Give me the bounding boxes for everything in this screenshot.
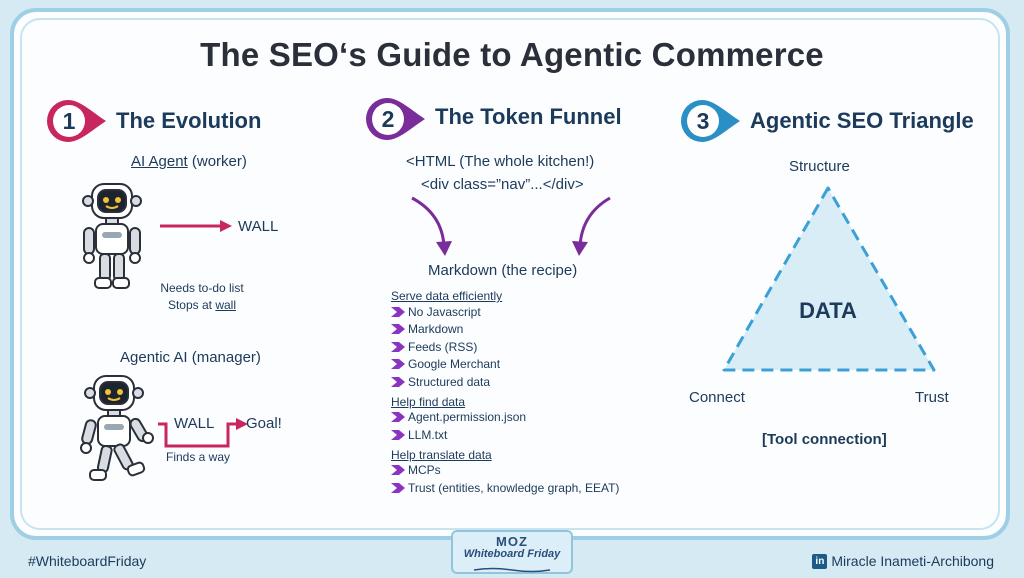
pencil-underline-icon bbox=[473, 567, 551, 573]
funnel-arrow-right-icon bbox=[572, 196, 611, 256]
html-line-2: <div class=”nav”...</div> bbox=[421, 176, 584, 193]
funnel-list: Serve data efficiently No Javascript Mar… bbox=[391, 289, 619, 497]
html-line-1: <HTML (The whole kitchen!) bbox=[406, 153, 595, 170]
agentic-ai-heading: Agentic AI (manager) bbox=[120, 349, 261, 366]
list-item: LLM.txt bbox=[391, 426, 619, 444]
triangle-top-label: Structure bbox=[789, 158, 850, 175]
agent-note-2: Stops at wall bbox=[152, 298, 252, 312]
robot-manager-icon bbox=[80, 375, 154, 481]
list-group-heading: Serve data efficiently bbox=[391, 289, 503, 303]
badge-subtitle: Whiteboard Friday bbox=[463, 548, 561, 560]
robot-worker-icon bbox=[82, 183, 142, 289]
wall-label-2: WALL bbox=[174, 415, 215, 432]
chevron-right-icon bbox=[391, 412, 405, 423]
section-3-number: 3 bbox=[697, 108, 710, 134]
list-item: No Javascript bbox=[391, 303, 619, 321]
wall-label-1: WALL bbox=[238, 218, 279, 235]
agent-note-2-link: wall bbox=[215, 298, 237, 312]
arrow-to-wall-icon bbox=[160, 220, 232, 232]
data-triangle bbox=[722, 186, 936, 372]
triangle-right-label: Trust bbox=[915, 389, 949, 406]
whiteboard-inner-border bbox=[20, 18, 1000, 530]
section-3-title: Agentic SEO Triangle bbox=[750, 108, 974, 133]
list-item: Trust (entities, knowledge graph, EEAT) bbox=[391, 479, 619, 497]
list-group-heading: Help find data bbox=[391, 394, 466, 409]
list-item-label: No Javascript bbox=[408, 304, 481, 319]
triangle-center-label: DATA bbox=[799, 298, 857, 323]
chevron-right-icon bbox=[391, 341, 405, 352]
ai-agent-heading-rest: (worker) bbox=[187, 153, 247, 170]
moz-whiteboard-badge: MOZ Whiteboard Friday bbox=[451, 530, 573, 574]
author-name: Miracle Inameti-Archibong bbox=[831, 553, 994, 569]
list-item-label: Markdown bbox=[408, 322, 464, 337]
list-item-label: Trust (entities, knowledge graph, EEAT) bbox=[408, 480, 620, 495]
section-1-title: The Evolution bbox=[116, 108, 262, 133]
goal-label: Goal! bbox=[246, 415, 282, 432]
chevron-right-icon bbox=[391, 482, 405, 493]
list-item-label: Google Merchant bbox=[408, 357, 501, 372]
triangle-left-label: Connect bbox=[689, 389, 745, 406]
list-group-heading: Help translate data bbox=[391, 447, 492, 462]
list-item: Feeds (RSS) bbox=[391, 338, 619, 356]
agent-note-1: Needs to-do list bbox=[160, 281, 244, 295]
list-item: Google Merchant bbox=[391, 356, 619, 374]
section-3-badge-icon: 3 bbox=[681, 100, 740, 142]
section-2-badge-icon: 2 bbox=[366, 98, 425, 140]
hashtag-label: #WhiteboardFriday bbox=[28, 553, 147, 569]
detour-arrow-icon bbox=[158, 418, 248, 448]
triangle-caption: [Tool connection] bbox=[762, 431, 887, 448]
list-item: Structured data bbox=[391, 373, 619, 391]
section-2-title: The Token Funnel bbox=[435, 104, 622, 129]
list-item-label: Structured data bbox=[408, 374, 491, 389]
ai-agent-heading-link: AI Agent bbox=[131, 153, 188, 170]
moz-logo: MOZ bbox=[496, 534, 528, 549]
page-title: The SEO‘s Guide to Agentic Commerce bbox=[200, 36, 824, 73]
linkedin-icon: in bbox=[812, 553, 828, 569]
finds-a-way-label: Finds a way bbox=[166, 450, 231, 464]
list-item-label: Agent.permission.json bbox=[408, 410, 527, 425]
chevron-right-icon bbox=[391, 359, 405, 370]
author-credit: in Miracle Inameti-Archibong bbox=[812, 553, 994, 569]
list-item: Markdown bbox=[391, 321, 619, 339]
chevron-right-icon bbox=[391, 324, 405, 335]
section-1-badge-icon: 1 bbox=[47, 100, 106, 142]
funnel-arrow-left-icon bbox=[411, 196, 452, 256]
ai-agent-heading: AI Agent (worker) bbox=[131, 153, 247, 170]
section-2-number: 2 bbox=[382, 106, 395, 132]
list-item-label: Feeds (RSS) bbox=[408, 339, 478, 354]
list-item: MCPs bbox=[391, 462, 619, 480]
list-item: Agent.permission.json bbox=[391, 409, 619, 427]
chevron-right-icon bbox=[391, 465, 405, 476]
agent-note-2-prefix: Stops at bbox=[167, 298, 216, 312]
list-item-label: LLM.txt bbox=[408, 427, 448, 442]
chevron-right-icon bbox=[391, 429, 405, 440]
section-1-number: 1 bbox=[63, 108, 76, 134]
list-item-label: MCPs bbox=[408, 463, 441, 478]
markdown-label: Markdown (the recipe) bbox=[428, 262, 578, 279]
chevron-right-icon bbox=[391, 306, 405, 317]
chevron-right-icon bbox=[391, 376, 405, 387]
